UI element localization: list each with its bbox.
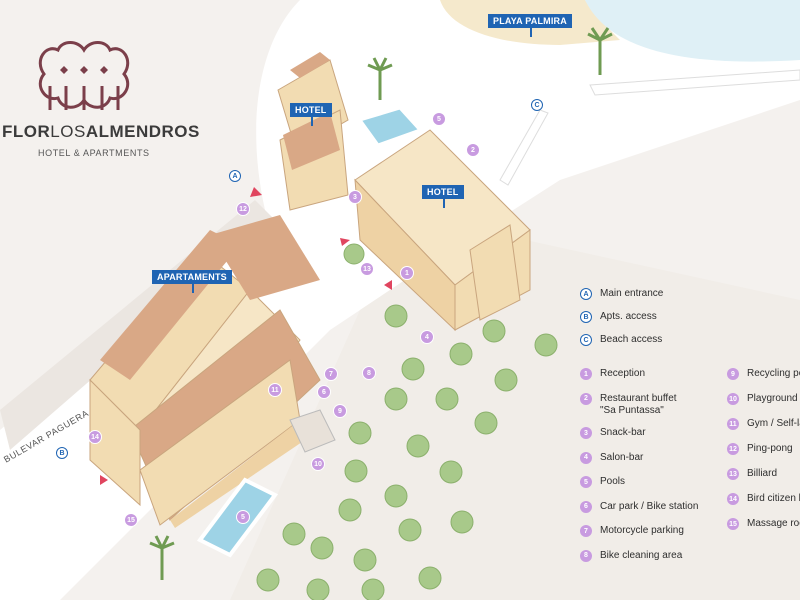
- legend-label: Pools: [600, 476, 626, 487]
- legend-label: Salon-bar: [600, 451, 644, 463]
- legend-label: Main entrance: [600, 288, 664, 299]
- map-marker-A: A: [229, 170, 241, 182]
- brand-name-part-2: LOS: [50, 122, 86, 141]
- brand-name-part-3: ALMENDROS: [85, 122, 200, 141]
- flag-playa-palmira: PLAYA PALMIRA: [488, 14, 572, 37]
- access-arrows: [100, 187, 392, 485]
- map-marker-10: 10: [311, 457, 325, 471]
- flag-apartaments: APARTAMENTS: [152, 270, 232, 293]
- hotel-pool: [357, 106, 423, 147]
- legend-label: Beach access: [600, 334, 663, 345]
- legend-item-4: 4 Salon-bar: [580, 451, 644, 464]
- palm-trees: [149, 27, 613, 580]
- legend-label: Apts. access: [600, 311, 657, 322]
- legend-item-3: 3 Snack-bar: [580, 427, 646, 439]
- map-marker-C: C: [531, 99, 543, 111]
- legend-label: Bike cleaning area: [600, 549, 683, 561]
- map-marker-1: 1: [400, 266, 414, 280]
- legend-item-B: B Apts. access: [580, 311, 657, 323]
- map-marker-11: 11: [268, 383, 282, 397]
- hotel-large-building: [354, 129, 531, 332]
- legend-label: Billiard: [747, 468, 778, 479]
- legend-label: Car park / Bike station: [600, 500, 699, 512]
- legend-label: Ping-pong: [747, 443, 793, 454]
- legend-label-line2: "Sa Puntassa": [600, 404, 664, 416]
- legend-marker-4: 4: [580, 451, 592, 464]
- legend-marker-6: 6: [580, 500, 592, 513]
- map-marker-6: 6: [317, 385, 331, 399]
- logo-emblem-icon: [38, 41, 130, 110]
- beach-path: [499, 109, 549, 186]
- legend-marker-C: C: [580, 334, 592, 346]
- map-marker-2: 2: [466, 143, 480, 157]
- legend-item-5: 5 Pools: [580, 476, 625, 488]
- legend-item-1: 1 Reception: [580, 368, 645, 380]
- map-marker-4: 4: [420, 330, 434, 344]
- legend-marker-2: 2: [580, 392, 592, 405]
- map-marker-7: 7: [324, 367, 338, 381]
- legend-item-A: A Main entrance: [580, 288, 663, 300]
- playground: [289, 409, 336, 453]
- legend-item-15: 15 Massage roo: [727, 518, 800, 530]
- legend-label: Playground: [747, 393, 798, 404]
- legend-item-11: 11 Gym / Self-la: [727, 418, 800, 430]
- legend-label: Massage roo: [747, 518, 800, 529]
- legend-marker-15: 15: [727, 518, 739, 530]
- legend-item-14: 14 Bird citizen l: [727, 493, 800, 505]
- legend-item-13: 13 Billiard: [727, 468, 777, 480]
- legend-marker-9: 9: [727, 368, 739, 380]
- map-marker-5: 5: [432, 112, 446, 126]
- sea: [585, 0, 800, 62]
- brand-name-part-1: FLOR: [2, 122, 51, 141]
- legend-marker-A: A: [580, 288, 592, 300]
- legend-marker-12: 12: [727, 443, 739, 455]
- legend-label: Recycling po: [747, 368, 800, 379]
- map-marker-8: 8: [362, 366, 376, 380]
- legend-marker-B: B: [580, 311, 592, 323]
- map-marker-9: 9: [333, 404, 347, 418]
- legend-marker-1: 1: [580, 368, 592, 380]
- map-marker-14: 14: [88, 430, 102, 444]
- legend-item-10: 10 Playground: [727, 393, 798, 405]
- legend-marker-5: 5: [580, 476, 592, 488]
- legend-label: Motorcycle parking: [600, 525, 684, 536]
- legend-marker-11: 11: [727, 418, 739, 430]
- map-marker-5: 5: [236, 510, 250, 524]
- pier: [589, 69, 800, 96]
- map-marker-12: 12: [236, 202, 250, 216]
- legend-label: Reception: [600, 368, 646, 379]
- legend-item-8: 8 Bike cleaning area: [580, 549, 683, 562]
- legend-label: Bird citizen l: [747, 493, 800, 504]
- legend-item-12: 12 Ping-pong: [727, 443, 793, 455]
- legend-label: Restaurant buffet: [600, 392, 677, 404]
- brand-name: FLORLOSALMENDROS: [2, 122, 200, 142]
- garden-area: [230, 230, 800, 600]
- legend-marker-8: 8: [580, 549, 592, 562]
- map-marker-15: 15: [124, 513, 138, 527]
- map-marker-13: 13: [360, 262, 374, 276]
- map-marker-3: 3: [348, 190, 362, 204]
- legend-item-7: 7 Motorcycle parking: [580, 525, 684, 537]
- flag-hotel-small: HOTEL: [290, 103, 332, 126]
- trees: [256, 243, 558, 600]
- legend-marker-14: 14: [727, 493, 739, 505]
- legend-label: Gym / Self-la: [747, 418, 800, 429]
- legend-marker-13: 13: [727, 468, 739, 480]
- apartments-building: [89, 215, 321, 528]
- legend-marker-7: 7: [580, 525, 592, 537]
- legend-item-6: 6 Car park / Bike station: [580, 500, 699, 513]
- legend-marker-3: 3: [580, 427, 592, 439]
- legend-marker-10: 10: [727, 393, 739, 405]
- map-marker-B: B: [56, 447, 68, 459]
- legend-item-9: 9 Recycling po: [727, 368, 800, 380]
- legend-item-C: C Beach access: [580, 334, 662, 346]
- brand-subtitle: HOTEL & APARTMENTS: [38, 148, 150, 158]
- legend-label: Snack-bar: [600, 427, 646, 438]
- legend-item-2: 2 Restaurant buffet"Sa Puntassa": [580, 392, 677, 417]
- flag-hotel-large: HOTEL: [422, 185, 464, 208]
